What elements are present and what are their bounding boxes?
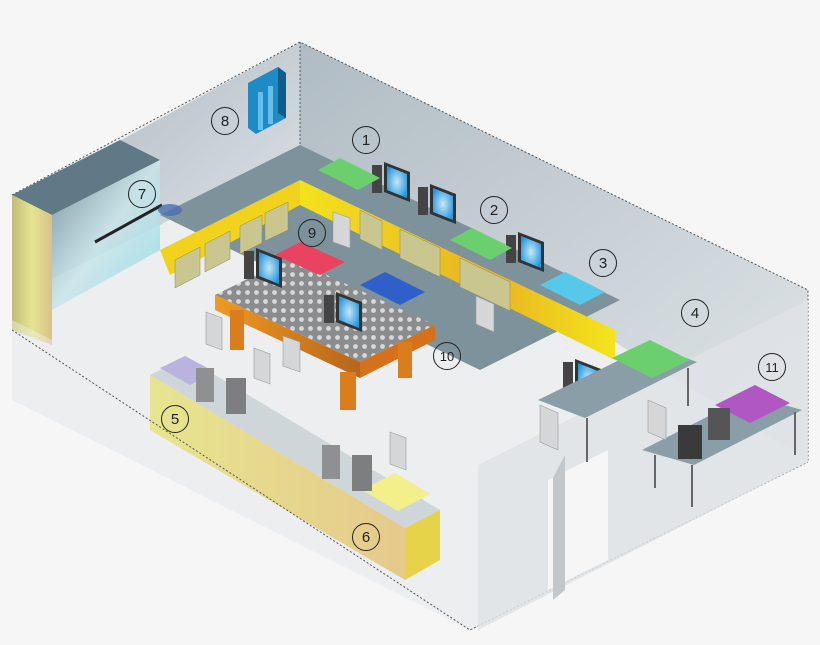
chair bbox=[253, 347, 271, 385]
door bbox=[553, 455, 565, 600]
chair bbox=[282, 335, 301, 373]
wall-panel-8 bbox=[248, 67, 286, 134]
callout-9: 9 bbox=[298, 219, 326, 247]
cabinet-doors bbox=[174, 201, 511, 312]
callout-4: 4 bbox=[681, 299, 709, 327]
chair bbox=[332, 211, 351, 249]
computer-table-b bbox=[324, 292, 362, 332]
chair bbox=[205, 311, 223, 351]
computer-2 bbox=[418, 184, 456, 224]
callout-2: 2 bbox=[480, 196, 508, 224]
front-right-wall bbox=[478, 300, 808, 630]
callout-10: 10 bbox=[433, 342, 461, 370]
callout-6: 6 bbox=[352, 523, 380, 551]
front-counter bbox=[150, 356, 440, 580]
desk-4 bbox=[538, 340, 697, 462]
callout-8: 8 bbox=[211, 107, 239, 135]
computer-table-a bbox=[244, 248, 282, 288]
desk-11 bbox=[642, 385, 802, 507]
chairs bbox=[205, 211, 667, 471]
callout-7: 7 bbox=[128, 180, 156, 208]
tray-9 bbox=[275, 242, 345, 275]
callout-11: 11 bbox=[758, 353, 786, 381]
chair bbox=[475, 295, 495, 333]
callout-3: 3 bbox=[589, 249, 617, 277]
chair bbox=[647, 399, 667, 441]
tray-3 bbox=[540, 272, 605, 305]
chair bbox=[539, 404, 559, 451]
chair bbox=[389, 431, 407, 471]
callout-5: 5 bbox=[161, 405, 189, 433]
tray-1 bbox=[318, 158, 380, 190]
tray-blue bbox=[360, 272, 425, 305]
callout-1: 1 bbox=[352, 126, 380, 154]
tray-2 bbox=[450, 228, 512, 260]
computer-3 bbox=[506, 232, 544, 272]
